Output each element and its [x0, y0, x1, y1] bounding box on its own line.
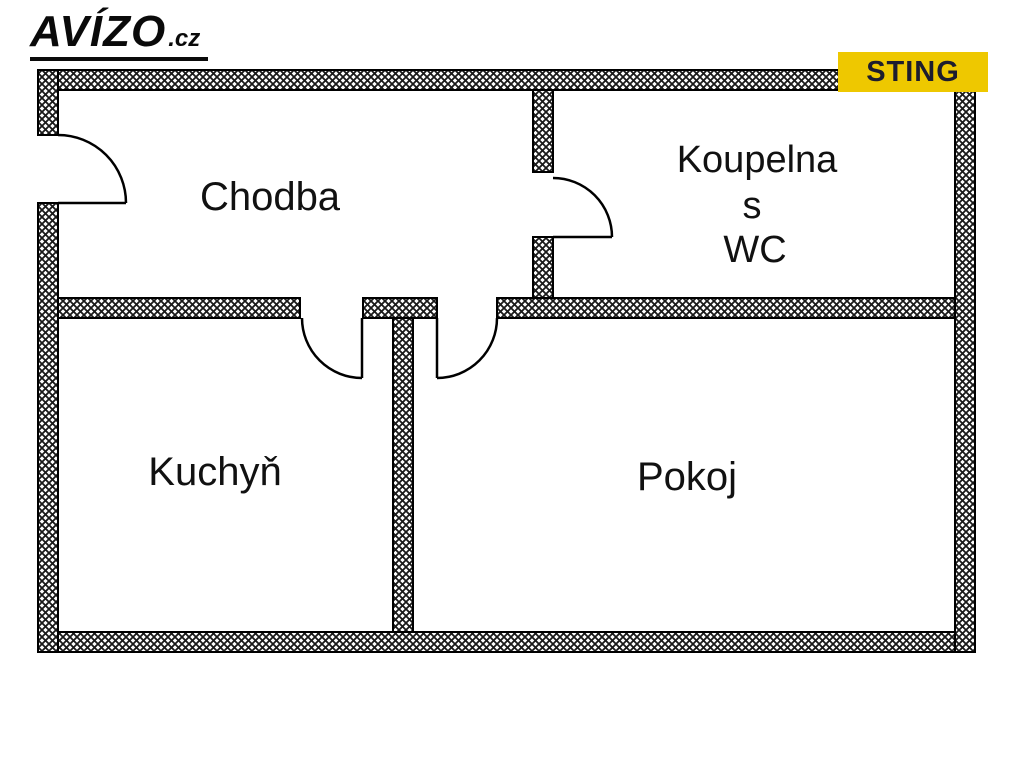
- room-label-pokoj: Pokoj: [637, 455, 737, 499]
- pokoj-door-arc-icon: [436, 317, 499, 380]
- room-label-koupelna-line2: s: [743, 185, 762, 227]
- sting-agency-badge-label: STING: [866, 55, 960, 88]
- wall-outer-bottom: [37, 631, 976, 653]
- wall-outer-top: [37, 69, 976, 91]
- room-label-chodba: Chodba: [200, 175, 341, 219]
- avizo-logo: AVÍZO.cz: [30, 7, 209, 61]
- room-label-kuchyn: Kuchyň: [148, 450, 281, 494]
- walls-group: [37, 69, 976, 653]
- doors-group: [57, 133, 614, 380]
- avizo-logo-suffix: .cz: [168, 25, 201, 52]
- entrance-door-arc-icon: [57, 133, 128, 204]
- wall-horizontal-middle: [362, 297, 438, 319]
- sting-agency-badge: STING: [838, 52, 988, 92]
- wall-kuchyn-pokoj: [392, 317, 414, 633]
- koupelna-door-arc-icon: [552, 176, 614, 238]
- wall-outer-left-lower: [37, 202, 59, 653]
- wall-horizontal-left: [57, 297, 301, 319]
- avizo-logo-text: AVÍZO: [30, 7, 167, 56]
- wall-horizontal-right: [496, 297, 956, 319]
- wall-chodba-koupelna-upper: [532, 89, 554, 173]
- wall-outer-left-upper: [37, 69, 59, 136]
- wall-outer-right: [954, 69, 976, 653]
- room-labels-group: Chodba Koupelna s WC Kuchyň Pokoj: [148, 139, 838, 499]
- room-label-koupelna-line1: Koupelna: [677, 139, 838, 181]
- kuchyn-door-arc-icon: [300, 317, 363, 380]
- room-label-koupelna-line3: WC: [723, 229, 786, 271]
